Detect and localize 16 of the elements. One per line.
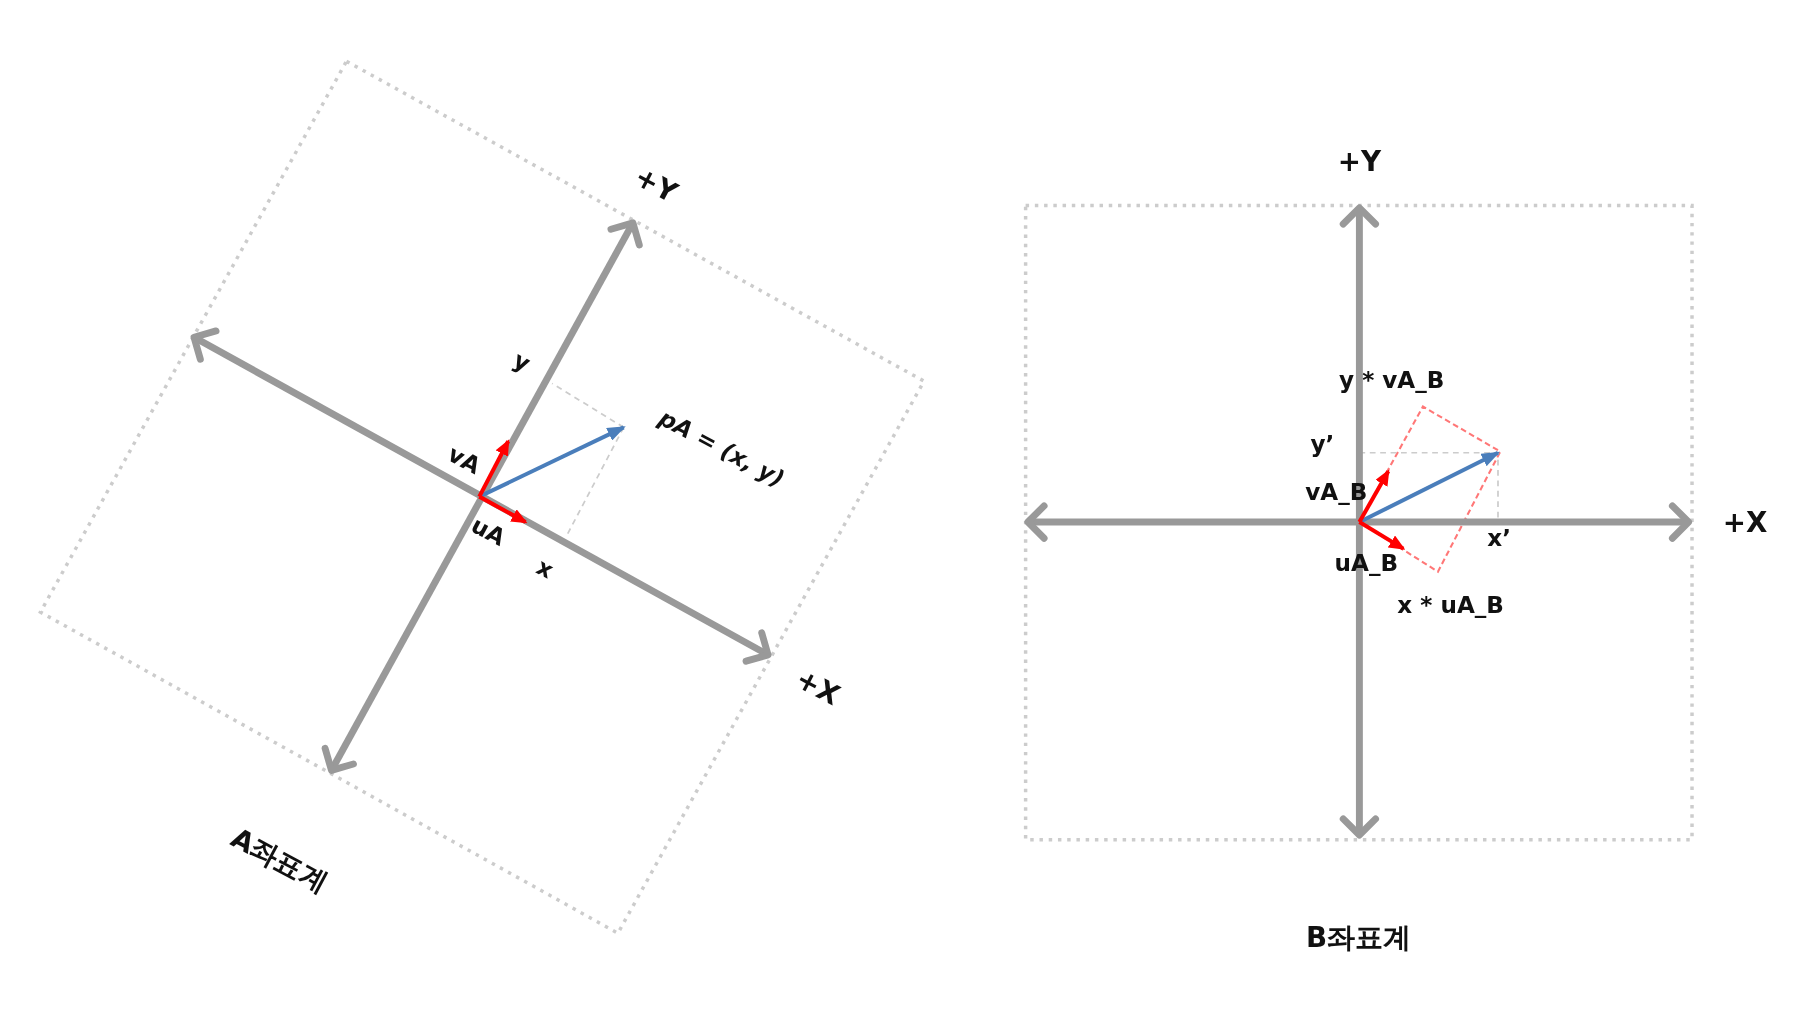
axis-label: +Y <box>1337 147 1382 176</box>
component-label: y <box>509 347 535 376</box>
vector-label: vA <box>444 441 485 478</box>
vector-label: uA_B <box>1334 550 1399 574</box>
axis-label: +X <box>791 664 844 710</box>
component-label: y * vA_B <box>1339 368 1445 392</box>
component-label: x <box>533 554 558 582</box>
component-label: x’ <box>1487 526 1511 550</box>
component-label: y’ <box>1310 431 1335 456</box>
axis-label: +Y <box>630 162 682 208</box>
vector-label: vA_B <box>1305 480 1368 504</box>
axis-label: +X <box>1722 509 1768 538</box>
vector-label: uA <box>468 513 510 550</box>
component-label: x * uA_B <box>1397 593 1504 617</box>
vector-label: pA = (x, y) <box>655 405 789 491</box>
caption: B좌표계 <box>1306 924 1411 952</box>
